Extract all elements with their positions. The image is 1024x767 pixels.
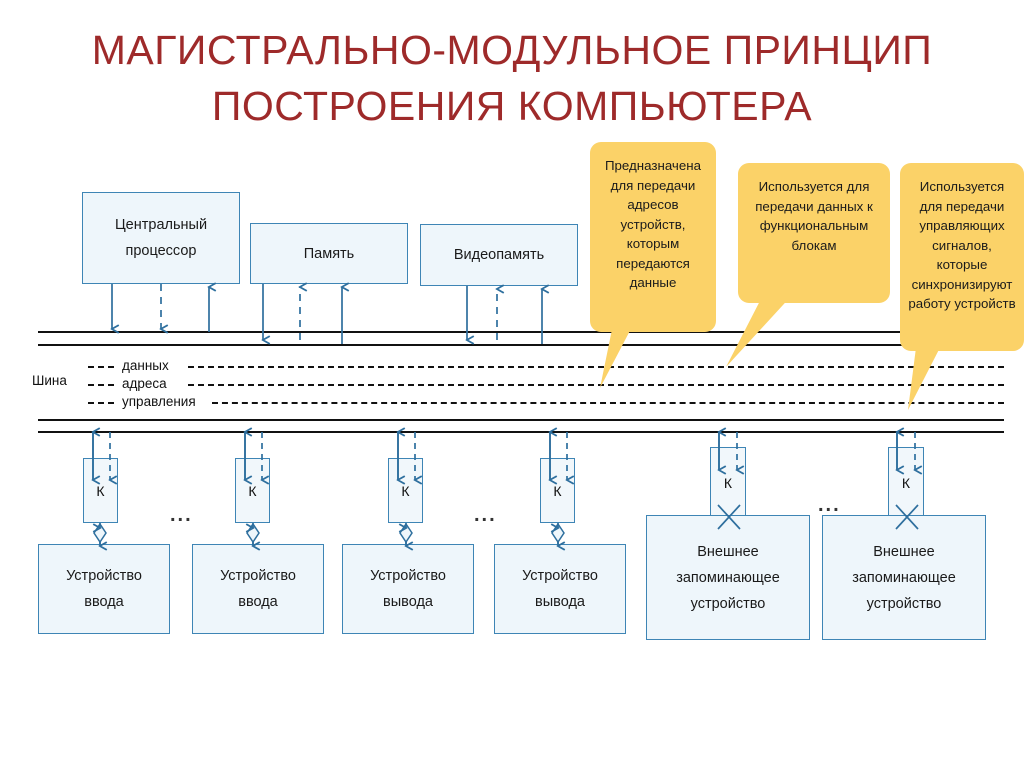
storage-device-2: Внешнее запоминающее устройство	[822, 515, 986, 640]
output-device-2-line-2: вывода	[535, 594, 585, 610]
ellipsis-3: ...	[818, 494, 841, 516]
controller-1-label: К	[96, 482, 105, 499]
controller-4-label: К	[553, 482, 562, 499]
ellipsis-2: ...	[474, 504, 497, 526]
block-cpu-line-2: процессор	[125, 243, 197, 259]
block-videomemory: Видеопамять	[420, 224, 578, 286]
input-device-1-line-2: ввода	[84, 594, 124, 610]
storage-device-1-line-3: устройство	[690, 595, 766, 612]
controller-5: К	[710, 447, 746, 518]
block-memory: Память	[250, 223, 408, 284]
bus-address-line	[188, 384, 1004, 386]
controller-1: К	[83, 458, 118, 523]
block-videomemory-line-1: Видеопамять	[453, 247, 545, 263]
bus-control-line	[212, 402, 1004, 404]
control-bus-callout: Используется для передачи управляющих си…	[900, 163, 1024, 351]
output-device-1-line-1: Устройство	[370, 568, 446, 584]
input-device-1-line-1: Устройство	[66, 568, 142, 584]
bus-line-label-address: адреса	[122, 376, 167, 391]
storage-device-2-line-2: запоминающее	[852, 569, 956, 586]
controller-4: К	[540, 458, 575, 523]
output-device-2-line-1: Устройство	[522, 568, 598, 584]
controller-5-label: К	[723, 474, 733, 491]
address-bus-callout: Предназначена для передачи адресов устро…	[590, 142, 716, 332]
storage-device-1-line-2: запоминающее	[676, 569, 780, 586]
output-device-2: Устройство вывода	[494, 544, 626, 634]
storage-device-1: Внешнее запоминающее устройство	[646, 515, 810, 640]
bus-data-stub	[88, 366, 114, 368]
data-bus-callout-text: Используется для передачи данных к функц…	[755, 179, 873, 253]
data-bus-callout-tail	[726, 293, 794, 367]
controller-2-label: К	[248, 482, 257, 499]
storage-device-2-line-1: Внешнее	[873, 543, 935, 560]
block-memory-line-1: Память	[303, 245, 355, 262]
output-device-1: Устройство вывода	[342, 544, 474, 634]
storage-device-2-line-3: устройство	[866, 595, 942, 612]
block-cpu-line-1: Центральный	[114, 217, 208, 233]
control-bus-callout-tail	[908, 332, 948, 410]
bus-line-label-data: данных	[122, 358, 169, 373]
input-device-2-line-2: ввода	[238, 594, 278, 610]
bus-address-stub	[88, 384, 114, 386]
bus-label: Шина	[32, 373, 67, 388]
input-device-2-line-1: Устройство	[220, 568, 296, 584]
ellipsis-1: ...	[170, 504, 193, 526]
bus-data-line	[188, 366, 1004, 368]
bus-control-stub	[88, 402, 114, 404]
bus-bottom-line-1	[38, 419, 1004, 421]
controller-6: К	[888, 447, 924, 518]
output-device-1-line-2: вывода	[383, 594, 433, 610]
title-line-2: ПОСТРОЕНИЯ КОМПЬЮТЕРА	[211, 83, 813, 129]
input-device-2: Устройство ввода	[192, 544, 324, 634]
controller-3-label: К	[401, 482, 410, 499]
controller-3: К	[388, 458, 423, 523]
input-device-1: Устройство ввода	[38, 544, 170, 634]
address-bus-callout-text: Предназначена для передачи адресов устро…	[604, 158, 701, 290]
storage-device-1-line-1: Внешнее	[697, 543, 759, 560]
bus-line-label-control: управления	[122, 394, 196, 409]
bus-top-line-1	[38, 331, 1004, 333]
bus-bottom-line-2	[38, 431, 1004, 433]
block-cpu: Центральный процессор	[82, 192, 240, 284]
controller-6-label: К	[901, 474, 911, 491]
control-bus-callout-text: Используется для передачи управляющих си…	[908, 179, 1016, 311]
controller-2: К	[235, 458, 270, 523]
page-title: МАГИСТРАЛЬНО-МОДУЛЬНОЕ ПРИНЦИП ПОСТРОЕНИ…	[0, 22, 1024, 134]
title-line-1: МАГИСТРАЛЬНО-МОДУЛЬНОЕ ПРИНЦИП	[91, 27, 933, 73]
data-bus-callout: Используется для передачи данных к функц…	[738, 163, 890, 303]
bus-top-line-2	[38, 344, 1004, 346]
